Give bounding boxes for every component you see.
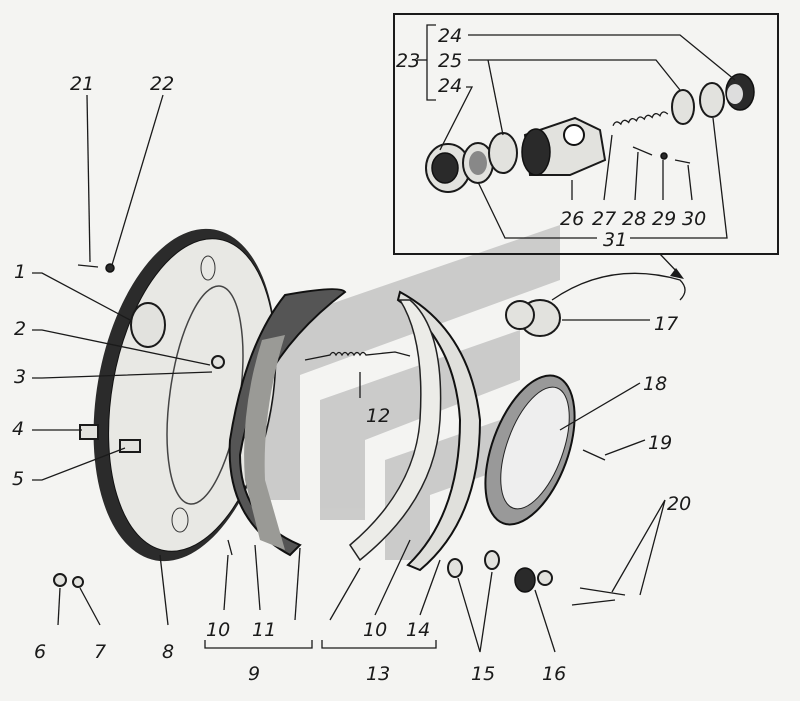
label-16: 16 [542,663,566,685]
bolt-19 [582,449,606,461]
label-31: 31 [603,229,627,251]
label-7: 7 [94,641,106,663]
washers-15 [447,550,500,578]
label-22: 22 [150,73,174,95]
drum-ring [484,374,576,526]
label-12: 12 [366,405,390,427]
label-28: 28 [622,208,646,230]
label-14: 14 [406,619,430,641]
label-27: 27 [592,208,616,230]
label-17: 17 [654,313,678,335]
label-6: 6 [34,641,46,663]
label-2: 2 [14,318,26,340]
label-20: 20 [667,493,691,515]
label-8: 8 [162,641,174,663]
label-11: 11 [252,619,276,641]
pins-20 [571,587,626,606]
label-21: 21 [70,73,94,95]
brake-shoe-with-lining [228,288,347,557]
label-3: 3 [14,366,26,388]
label-30: 30 [682,208,706,230]
label-4: 4 [12,418,24,440]
label-25: 25 [438,50,462,72]
label-23: 23 [396,50,420,72]
fasteners [53,263,233,588]
label-18: 18 [643,373,667,395]
wheel-cylinder [505,272,686,337]
cylinder-inset-frame [393,13,779,255]
label-19: 19 [648,432,672,454]
return-spring [304,351,411,361]
brake-shoe [349,290,482,572]
label-24-top: 24 [438,25,462,47]
label-9: 9 [248,663,260,685]
inset-leaders [417,24,736,239]
label-10-left: 10 [206,619,230,641]
main-leaders [32,94,666,653]
label-26: 26 [560,208,584,230]
label-10-right: 10 [363,619,387,641]
label-24-bottom: 24 [438,75,462,97]
eccentric-16 [514,567,553,593]
label-15: 15 [471,663,495,685]
label-29: 29 [652,208,676,230]
label-1: 1 [14,261,26,283]
label-13: 13 [366,663,390,685]
wheel-cylinder-parts [425,73,755,193]
label-5: 5 [12,468,24,490]
